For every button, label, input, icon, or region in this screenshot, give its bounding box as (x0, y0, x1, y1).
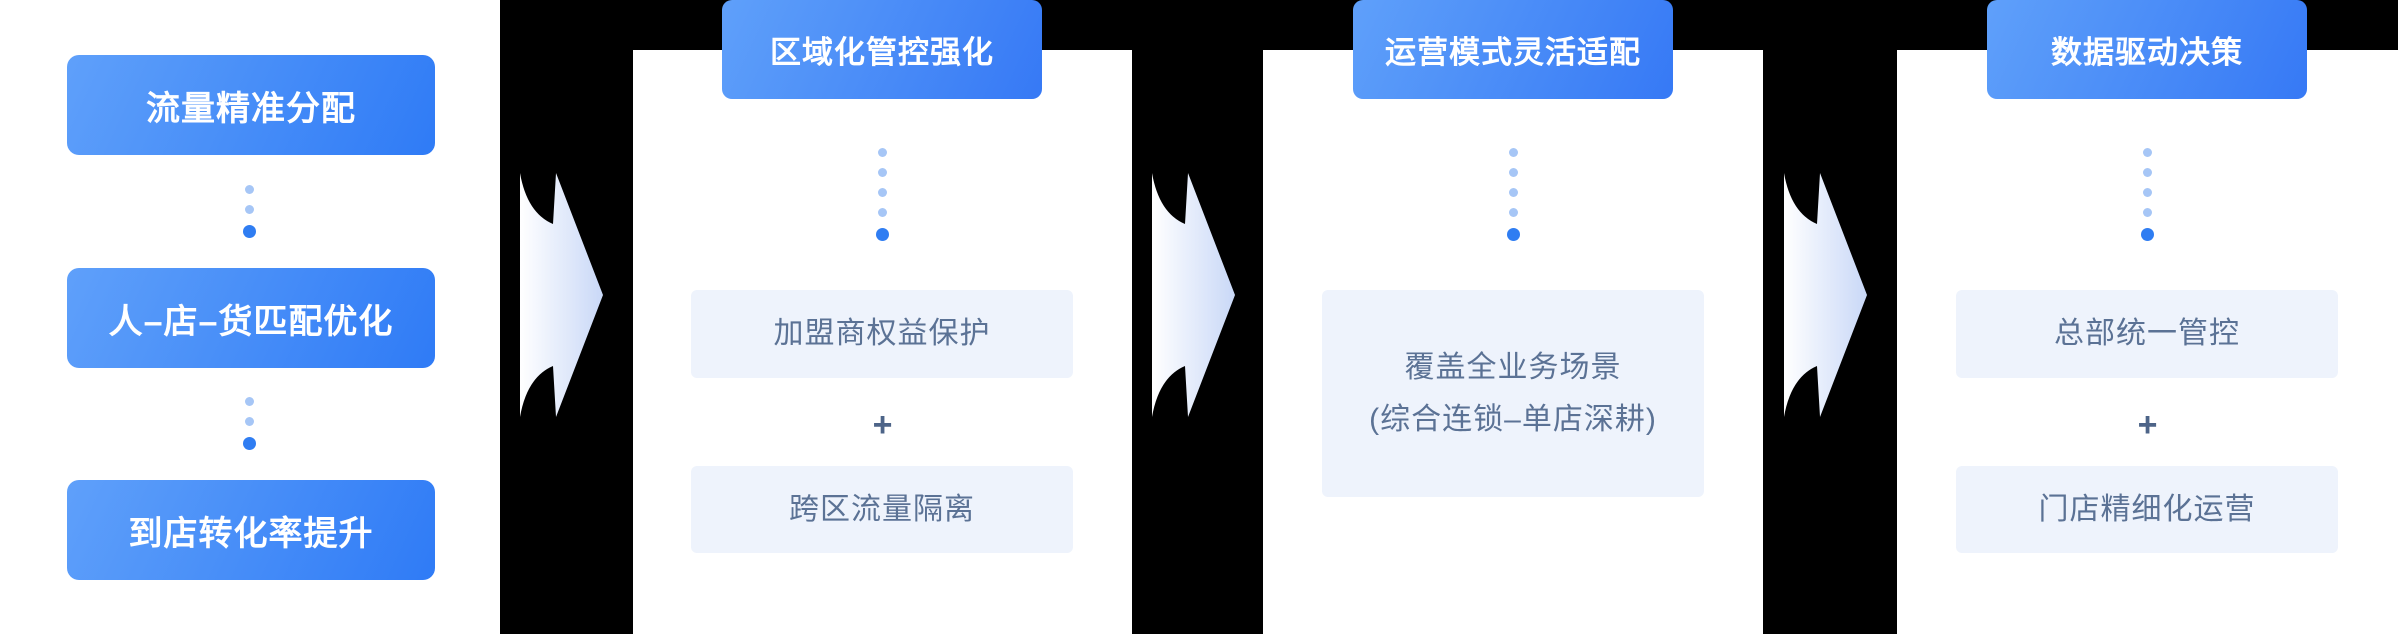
card-header: 数据驱动决策 (1987, 0, 2307, 99)
dot-icon (245, 397, 254, 406)
dot-icon (2143, 148, 2152, 157)
dot-icon (878, 208, 887, 217)
feature-box-label: 总部统一管控 (2054, 317, 2240, 350)
card-header-label: 数据驱动决策 (2051, 35, 2243, 70)
step-pill-conversion-uplift: 到店转化率提升 (67, 480, 435, 580)
dot-icon (245, 185, 254, 194)
feature-box-franchisee-protection: 加盟商权益保护 (691, 290, 1073, 378)
plus-separator: + (872, 405, 893, 444)
feature-box-label: 跨区流量隔离 (789, 492, 975, 526)
dot-icon (1509, 168, 1518, 177)
card-header: 区域化管控强化 (722, 0, 1042, 99)
card-regional-control: 区域化管控强化 加盟商权益保护 + 跨区流量隔离 (633, 0, 1132, 634)
dot-accent-icon (1507, 228, 1520, 241)
step-pill-label: 流量精准分配 (146, 89, 356, 128)
feature-box-crossregion-isolation: 跨区流量隔离 (691, 466, 1073, 553)
dot-accent-icon (243, 437, 256, 450)
plus-separator: + (2137, 405, 2158, 444)
dot-accent-icon (2141, 228, 2154, 241)
card-data-driven: 数据驱动决策 总部统一管控 + 门店精细化运营 (1897, 0, 2398, 634)
step-pill-label: 人–店–货匹配优化 (108, 302, 394, 341)
dot-icon (2143, 168, 2152, 177)
flow-arrow-icon (520, 173, 603, 417)
card-header-label: 区域化管控强化 (770, 35, 994, 70)
feature-box-line: (综合连锁–单店深耕) (1369, 402, 1657, 436)
dot-connector (876, 148, 889, 241)
dot-icon (1509, 188, 1518, 197)
feature-box-line: 覆盖全业务场景 (1404, 350, 1622, 384)
dot-icon (2143, 208, 2152, 217)
feature-box-label: 加盟商权益保护 (773, 317, 991, 350)
dot-icon (878, 148, 887, 157)
left-steps-panel: 流量精准分配 人–店–货匹配优化 到店转化率提升 (0, 0, 500, 634)
card-operation-mode: 运营模式灵活适配 覆盖全业务场景 (综合连锁–单店深耕) (1263, 0, 1763, 634)
feature-box-hq-control: 总部统一管控 (1956, 290, 2338, 378)
flow-arrow-icon (1784, 173, 1867, 417)
step-pill-traffic-allocation: 流量精准分配 (67, 55, 435, 155)
dot-icon (245, 205, 254, 214)
step-pill-matching-optimization: 人–店–货匹配优化 (67, 268, 435, 368)
dot-icon (878, 168, 887, 177)
feature-box-label: 门店精细化运营 (2038, 492, 2256, 526)
card-header: 运营模式灵活适配 (1353, 0, 1673, 99)
dot-connector (243, 397, 256, 450)
flow-arrow-icon (1152, 173, 1235, 417)
dot-accent-icon (876, 228, 889, 241)
dot-icon (2143, 188, 2152, 197)
feature-box-business-scenarios: 覆盖全业务场景 (综合连锁–单店深耕) (1322, 290, 1704, 497)
dot-connector (2141, 148, 2154, 241)
step-pill-label: 到店转化率提升 (128, 514, 374, 553)
dot-icon (245, 417, 254, 426)
dot-icon (1509, 148, 1518, 157)
dot-icon (878, 188, 887, 197)
dot-connector (1507, 148, 1520, 241)
dot-icon (1509, 208, 1518, 217)
feature-box-store-operation: 门店精细化运营 (1956, 466, 2338, 553)
dot-connector (243, 185, 256, 238)
dot-accent-icon (243, 225, 256, 238)
card-header-label: 运营模式灵活适配 (1385, 35, 1641, 70)
